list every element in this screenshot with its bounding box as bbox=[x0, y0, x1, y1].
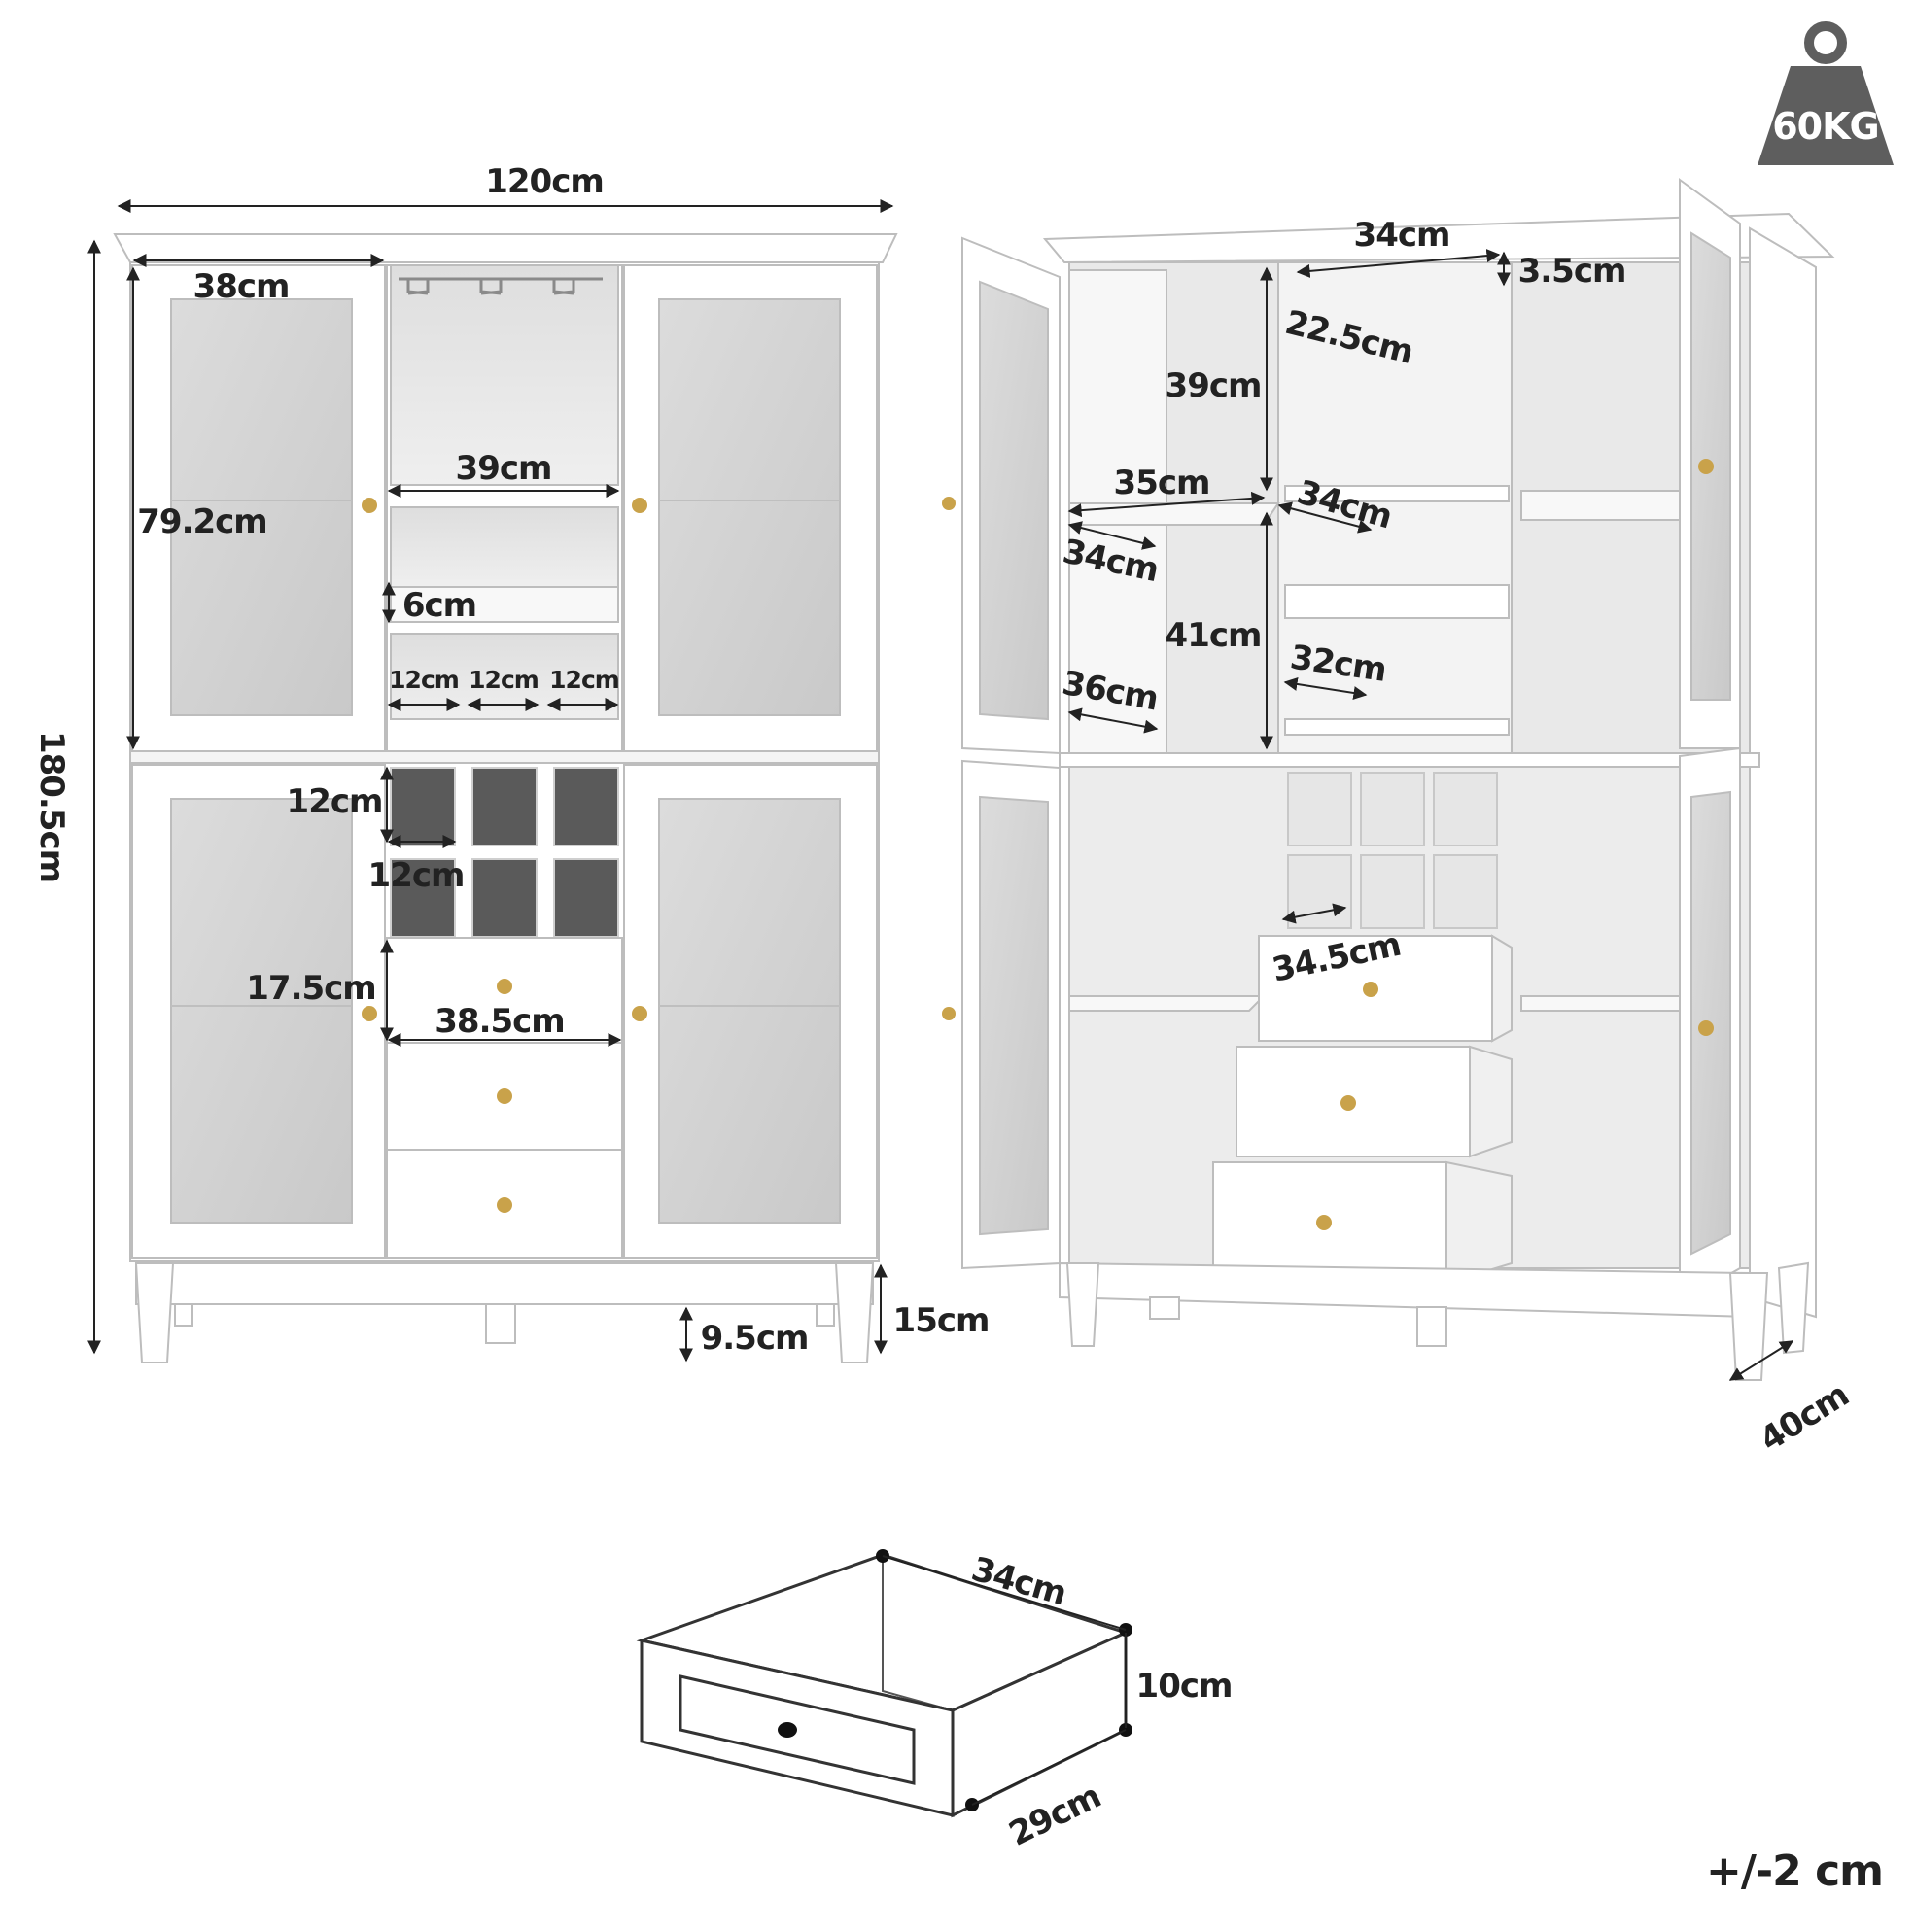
drawer-detail-height-label: 10cm bbox=[1136, 1667, 1233, 1706]
glass-rack-area bbox=[390, 264, 619, 486]
weight-label: 60KG bbox=[1772, 105, 1879, 148]
tolerance-label: +/-2 cm bbox=[1706, 1846, 1883, 1896]
glass-rack-width-label: 34cm bbox=[1354, 216, 1450, 255]
open-shelf-top bbox=[390, 506, 619, 588]
open-view-cabinet bbox=[961, 178, 1835, 1381]
drawer-detail-depth-label: 29cm bbox=[1003, 1777, 1106, 1853]
front-labels: 120cm 180.5cm 38cm 79.2cm 39cm 6cm 12cm … bbox=[32, 162, 990, 1358]
drawer-height-label: 17.5cm bbox=[246, 969, 375, 1008]
overall-width-label: 120cm bbox=[485, 162, 604, 201]
base-rail bbox=[135, 1262, 874, 1305]
leg-clearance-label: 9.5cm bbox=[701, 1319, 809, 1358]
front-view-cabinet bbox=[113, 233, 898, 1363]
weight-icon: 60KG bbox=[1758, 21, 1894, 165]
cubby-width-1-label: 12cm bbox=[389, 666, 459, 694]
lower-right-glass bbox=[658, 798, 841, 1224]
overall-height-label: 180.5cm bbox=[32, 731, 71, 882]
front-crown bbox=[113, 233, 898, 263]
cabinet-shelf-width-label: 35cm bbox=[1114, 464, 1210, 502]
shelf-lip bbox=[390, 586, 619, 623]
upper-door-height-label: 79.2cm bbox=[137, 502, 266, 541]
open-top bbox=[1042, 212, 1835, 264]
wine-cube-height-label: 12cm bbox=[287, 782, 383, 821]
drawer-pull-icon bbox=[778, 1722, 797, 1738]
open-side-panel bbox=[1749, 226, 1817, 1319]
overall-depth-label: 40cm bbox=[1754, 1376, 1856, 1460]
mid-rail bbox=[129, 750, 880, 764]
glass-rack-height-label: 3.5cm bbox=[1518, 252, 1626, 291]
wine-cube-width-label: 12cm bbox=[368, 856, 465, 895]
cubby-width-3-label: 12cm bbox=[549, 666, 619, 694]
dimension-lines bbox=[87, 199, 1794, 1381]
door-width-label: 38cm bbox=[193, 267, 290, 306]
upper-right-glass bbox=[658, 298, 841, 716]
lower-compartment-height-label: 41cm bbox=[1166, 616, 1262, 655]
cubby-width-2-label: 12cm bbox=[469, 666, 539, 694]
drawer-width-label: 38.5cm bbox=[435, 1002, 564, 1041]
open-shelf-width-label: 39cm bbox=[456, 449, 552, 488]
upper-left-glass bbox=[170, 298, 353, 716]
lower-left-glass bbox=[170, 798, 353, 1224]
shelf-gap-label: 6cm bbox=[402, 586, 476, 625]
base-height-label: 15cm bbox=[893, 1301, 990, 1340]
wine-rack-grid bbox=[390, 767, 619, 938]
front-knobs bbox=[362, 498, 647, 1213]
upper-compartment-height-label: 39cm bbox=[1166, 366, 1262, 405]
open-knobs bbox=[942, 459, 1714, 1230]
